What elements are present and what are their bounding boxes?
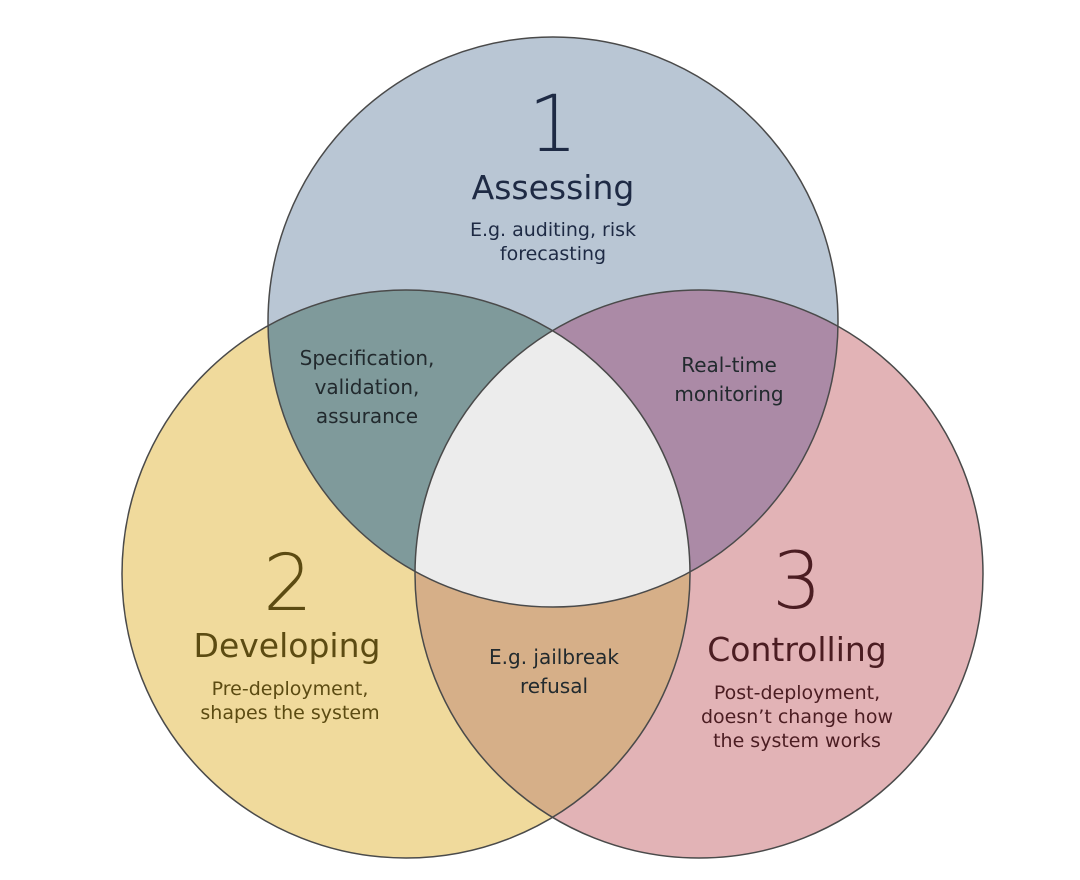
overlap-develop-control-label: E.g. jailbreak refusal (489, 643, 619, 701)
set-1-number: 1 (528, 80, 578, 170)
label-line: monitoring (674, 382, 784, 406)
desc-line: Pre-deployment, (211, 678, 369, 700)
desc-line: Post-deployment, (713, 682, 881, 704)
label-line: E.g. jailbreak (489, 645, 619, 669)
desc-line: E.g. auditing, risk (469, 219, 637, 241)
overlap-center (415, 290, 690, 607)
label-line: validation, (314, 375, 420, 399)
set-3-title: Controlling (707, 630, 887, 669)
set-2-description: Pre-deployment, shapes the system (200, 677, 379, 725)
desc-line: doesn’t change how (700, 706, 894, 728)
label-line: Specification, (299, 346, 435, 370)
set-2-number: 2 (263, 539, 313, 629)
set-2-title: Developing (193, 626, 381, 665)
desc-line: forecasting (499, 243, 607, 265)
set-3-number: 3 (772, 537, 822, 627)
label-line: assurance (315, 404, 419, 428)
overlap-assess-control-label: Real-time monitoring (674, 351, 783, 409)
label-line: Real-time (681, 353, 777, 377)
set-3-description: Post-deployment, doesn’t change how the … (701, 681, 893, 753)
desc-line: shapes the system (200, 702, 380, 724)
label-line: refusal (519, 674, 589, 698)
set-1-title: Assessing (471, 168, 635, 207)
desc-line: the system works (713, 730, 881, 752)
overlap-assess-develop-label: Specification, validation, assurance (300, 344, 435, 431)
set-1-description: E.g. auditing, risk forecasting (470, 218, 636, 266)
